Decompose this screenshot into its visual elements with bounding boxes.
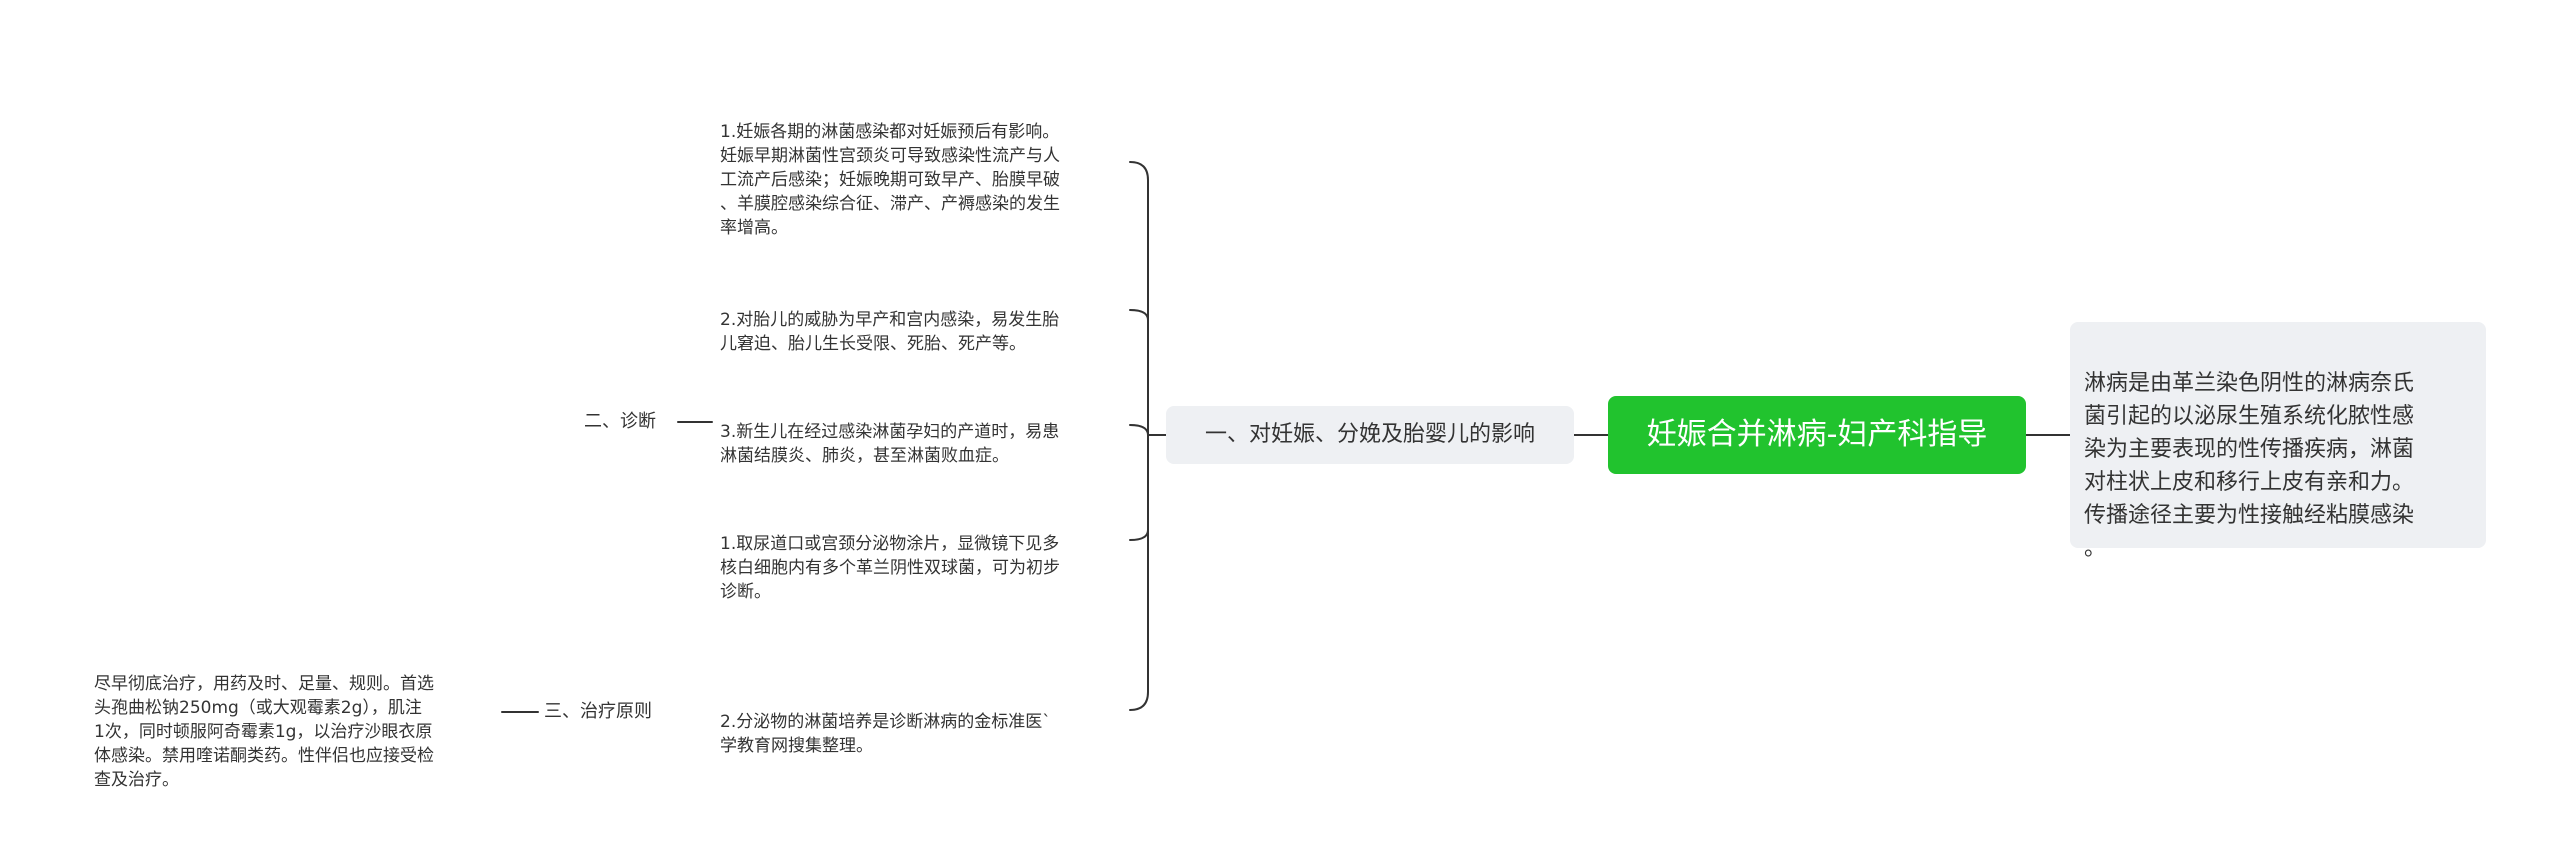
main-branch-node[interactable]: 一、对妊娠、分娩及胎婴儿的影响: [1166, 406, 1574, 464]
detail-item-4[interactable]: 1.取尿道口或宫颈分泌物涂片，显微镜下见多 核白细胞内有多个革兰阴性双球菌，可为…: [720, 508, 1130, 604]
description-box[interactable]: 淋病是由革兰染色阴性的淋病奈氏 菌引起的以泌尿生殖系统化脓性感 染为主要表现的性…: [2070, 322, 2486, 561]
detail-text: 1.妊娠各期的淋菌感染都对妊娠预后有影响。 妊娠早期淋菌性宫颈炎可导致感染性流产…: [720, 122, 1060, 238]
treatment-text: 尽早彻底治疗，用药及时、足量、规则。首选 头孢曲松钠250mg（或大观霉素2g）…: [94, 674, 434, 790]
detail-text: 2.对胎儿的威胁为早产和宫内感染，易发生胎 儿窘迫、胎儿生长受限、死胎、死产等。: [720, 310, 1060, 354]
detail-text: 3.新生儿在经过感染淋菌孕妇的产道时，易患 淋菌结膜炎、肺炎，甚至淋菌败血症。: [720, 422, 1060, 466]
detail-item-2[interactable]: 2.对胎儿的威胁为早产和宫内感染，易发生胎 儿窘迫、胎儿生长受限、死胎、死产等。: [720, 284, 1130, 356]
treatment-detail[interactable]: 尽早彻底治疗，用药及时、足量、规则。首选 头孢曲松钠250mg（或大观霉素2g）…: [94, 648, 498, 792]
bracket-tick-3: [1129, 529, 1149, 541]
detail-text: 2.分泌物的淋菌培养是诊断淋病的金标准医` 学教育网搜集整理。: [720, 712, 1051, 756]
root-title: 妊娠合并淋病-妇产科指导: [1646, 417, 1988, 452]
treatment-principle-label: 三、治疗原则: [544, 701, 652, 722]
diagnosis-node[interactable]: 二、诊断: [584, 410, 656, 434]
detail-item-5[interactable]: 2.分泌物的淋菌培养是诊断淋病的金标准医` 学教育网搜集整理。: [720, 686, 1130, 758]
bracket-tick-2: [1129, 424, 1149, 436]
detail-item-1[interactable]: 1.妊娠各期的淋菌感染都对妊娠预后有影响。 妊娠早期淋菌性宫颈炎可导致感染性流产…: [720, 96, 1130, 240]
root-topic[interactable]: 妊娠合并淋病-妇产科指导: [1608, 396, 2026, 474]
description-text: 淋病是由革兰染色阴性的淋病奈氏 菌引起的以泌尿生殖系统化脓性感 染为主要表现的性…: [2084, 371, 2415, 561]
bracket-spine: [1129, 161, 1149, 711]
detail-item-3[interactable]: 3.新生儿在经过感染淋菌孕妇的产道时，易患 淋菌结膜炎、肺炎，甚至淋菌败血症。: [720, 396, 1130, 468]
detail-text: 1.取尿道口或宫颈分泌物涂片，显微镜下见多 核白细胞内有多个革兰阴性双球菌，可为…: [720, 534, 1060, 602]
treatment-principle-node[interactable]: 三、治疗原则: [544, 700, 652, 724]
main-branch-label: 一、对妊娠、分娩及胎婴儿的影响: [1204, 422, 1535, 447]
diagnosis-label: 二、诊断: [584, 411, 656, 432]
bracket-tick-1: [1129, 309, 1149, 321]
